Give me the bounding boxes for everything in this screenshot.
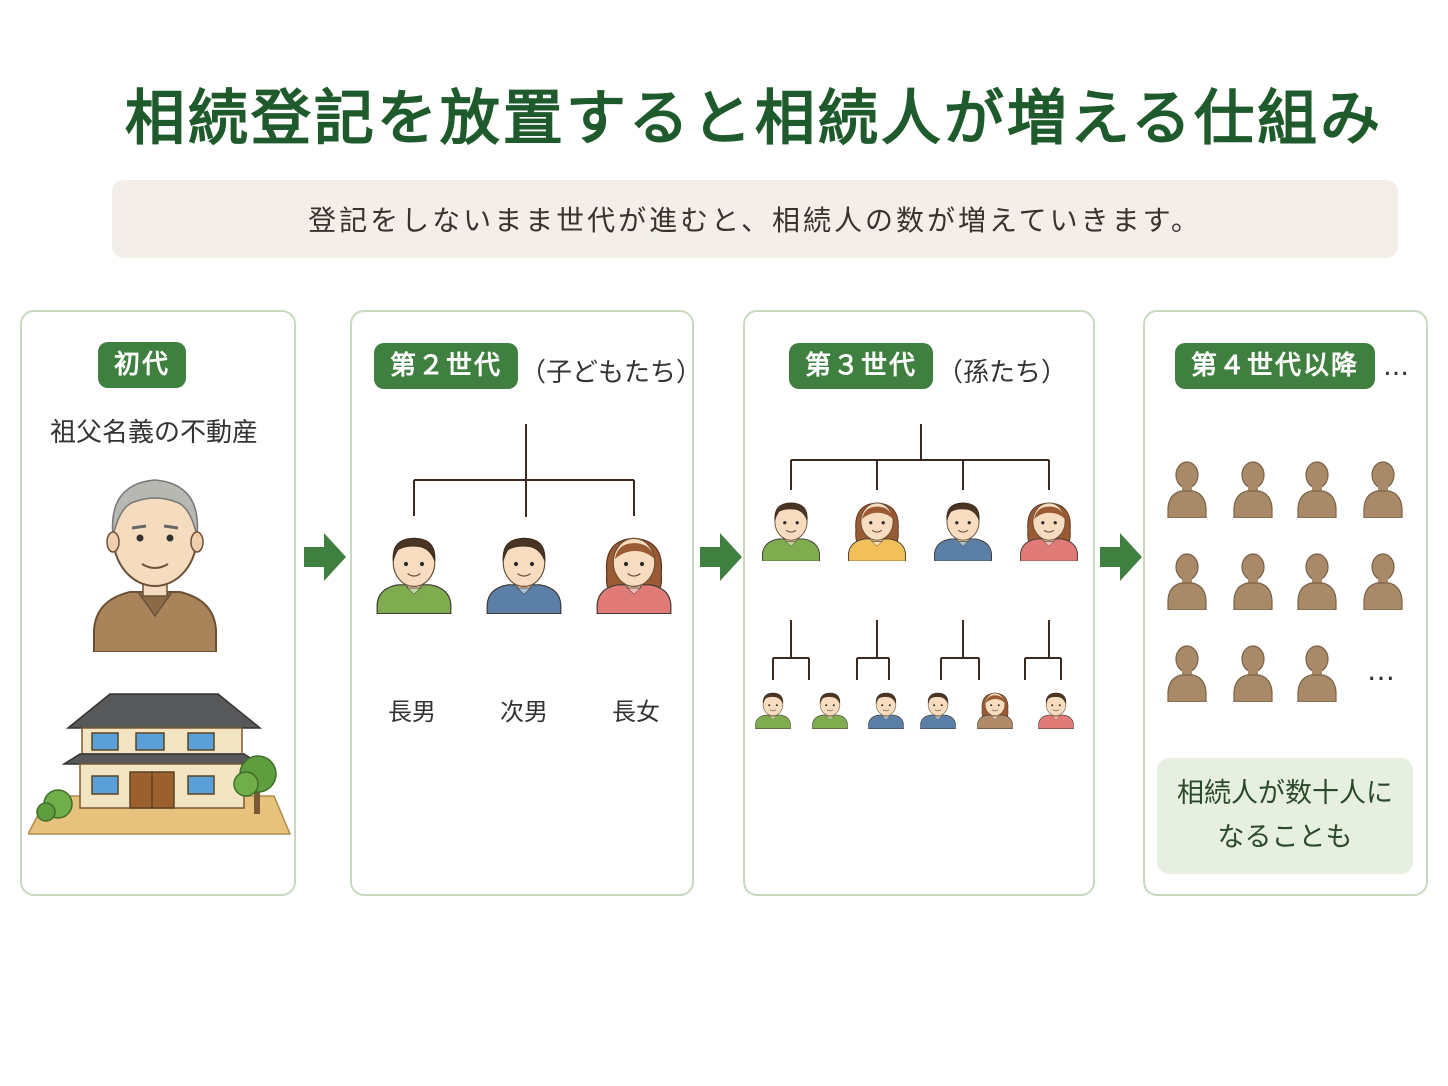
person-silhouette-icon (1167, 461, 1207, 518)
person-silhouette-icon (1363, 461, 1403, 518)
person-silhouette-icon (1233, 645, 1273, 702)
family-tree-lines (413, 424, 635, 517)
generation-4-badge: 第４世代以降 (1175, 343, 1376, 389)
great-grandchild-figure (1038, 692, 1074, 729)
grandchild-figure (934, 502, 992, 562)
generation-1-badge: 初代 (98, 342, 187, 388)
grandchild-figure (1020, 502, 1078, 562)
more-descendants-ellipsis: … (1367, 654, 1397, 687)
person-silhouette-icon (1167, 553, 1207, 610)
generation-1-panel: 初代 祖父名義の不動産 (20, 310, 296, 896)
second-son-figure (486, 537, 562, 614)
generation-1-note: 祖父名義の不動産 (50, 418, 259, 448)
member-label-second-son: 次男 (500, 698, 548, 726)
generation-2-panel: 第２世代 （子どもたち） 長男 次男 長女 (350, 310, 702, 896)
grandchild-figure (762, 502, 820, 562)
summary-text: 相続人が数十人になることも (1177, 778, 1393, 853)
eldest-daughter-figure (596, 537, 672, 614)
generation-3-badge: 第３世代 (789, 343, 934, 389)
great-grandchild-figure (977, 692, 1013, 729)
generation-4-note: … (1383, 352, 1409, 382)
generation-2-badge: 第２世代 (374, 343, 519, 389)
arrow-right-icon (700, 533, 742, 581)
generation-3-note: （孫たち） (937, 358, 1068, 388)
person-silhouette-icon (1233, 553, 1273, 610)
house-illustration (28, 693, 292, 835)
summary-box: 相続人が数十人になることも (1157, 758, 1413, 874)
member-label-eldest-daughter: 長女 (612, 698, 660, 726)
great-grandchild-figure (812, 692, 848, 729)
person-silhouette-icon (1297, 461, 1337, 518)
great-grandchild-figure (755, 692, 791, 729)
member-label-eldest-son: 長男 (388, 698, 436, 726)
person-silhouette-icon (1297, 645, 1337, 702)
grandchild-figure (848, 502, 906, 562)
person-silhouette-icon (1363, 553, 1403, 610)
generation-2-note: （子どもたち） (520, 358, 703, 388)
person-silhouette-icon (1167, 645, 1207, 702)
great-grandchild-figure (868, 692, 904, 729)
page-title: 相続登記を放置すると相続人が増える仕組み (124, 84, 1384, 154)
arrow-right-icon (1100, 533, 1142, 581)
person-silhouette-icon (1297, 553, 1337, 610)
subtitle-text: 登記をしないまま世代が進むと、相続人の数が増えていきます。 (308, 204, 1202, 237)
generation-4-panel: 第４世代以降 … … 相続人が数十人になることも (1143, 310, 1428, 896)
eldest-son-figure (376, 537, 452, 614)
family-tree-lines (772, 424, 1062, 680)
arrow-right-icon (304, 533, 346, 581)
person-silhouette-icon (1233, 461, 1273, 518)
generation-3-panel: 第３世代 （孫たち） (743, 310, 1095, 896)
great-grandchild-figure (920, 692, 956, 729)
grandfather-figure (93, 479, 217, 652)
subtitle-banner: 登記をしないまま世代が進むと、相続人の数が増えていきます。 (112, 180, 1398, 258)
